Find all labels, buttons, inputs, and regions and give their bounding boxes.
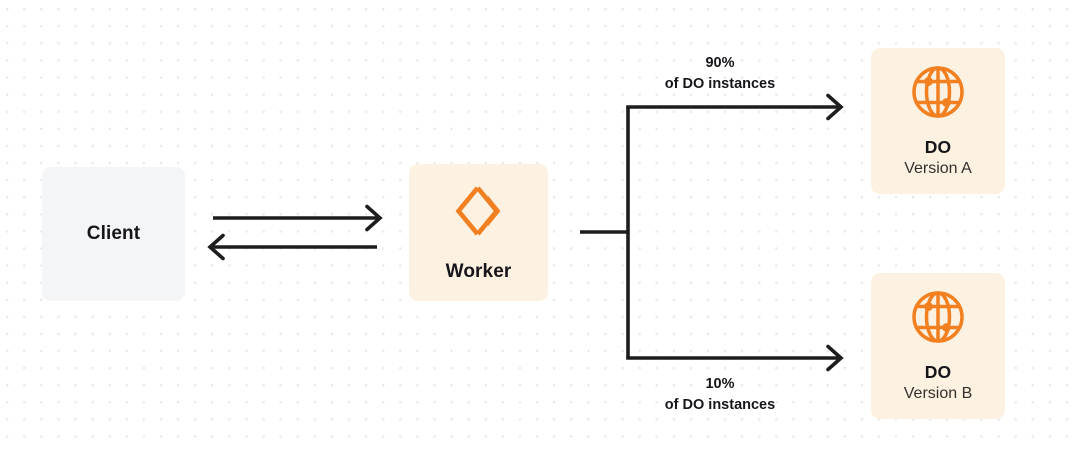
edge-worker-to-do-b (626, 344, 844, 372)
node-do-a-sublabel: Version A (904, 160, 972, 178)
node-do-version-a[interactable]: DO Version A (871, 48, 1005, 194)
edge-label-do-b: 10% of DO instances (600, 374, 840, 415)
node-worker-label: Worker (445, 261, 512, 283)
edge-client-to-worker (213, 204, 383, 232)
node-client[interactable]: Client (42, 167, 185, 301)
node-do-b-sublabel: Version B (903, 385, 973, 403)
globe-icon (909, 63, 967, 126)
edge-worker-branch-trunk (580, 107, 630, 358)
edge-worker-to-do-a (626, 93, 844, 121)
edge-label-do-b-percent: 10% (705, 376, 735, 392)
edge-label-do-a: 90% of DO instances (600, 53, 840, 94)
edge-label-do-a-caption: of DO instances (664, 75, 776, 92)
edge-label-do-a-percent: 90% (705, 55, 735, 71)
cloudflare-workers-icon (450, 182, 508, 245)
edge-label-do-b-caption: of DO instances (664, 396, 776, 413)
globe-icon (909, 288, 967, 351)
edge-worker-to-client (207, 233, 377, 261)
node-worker[interactable]: Worker (409, 164, 548, 301)
node-do-version-b[interactable]: DO Version B (871, 273, 1005, 419)
node-client-label: Client (86, 223, 141, 245)
node-do-b-label: DO (924, 361, 952, 382)
node-do-a-label: DO (924, 136, 952, 157)
